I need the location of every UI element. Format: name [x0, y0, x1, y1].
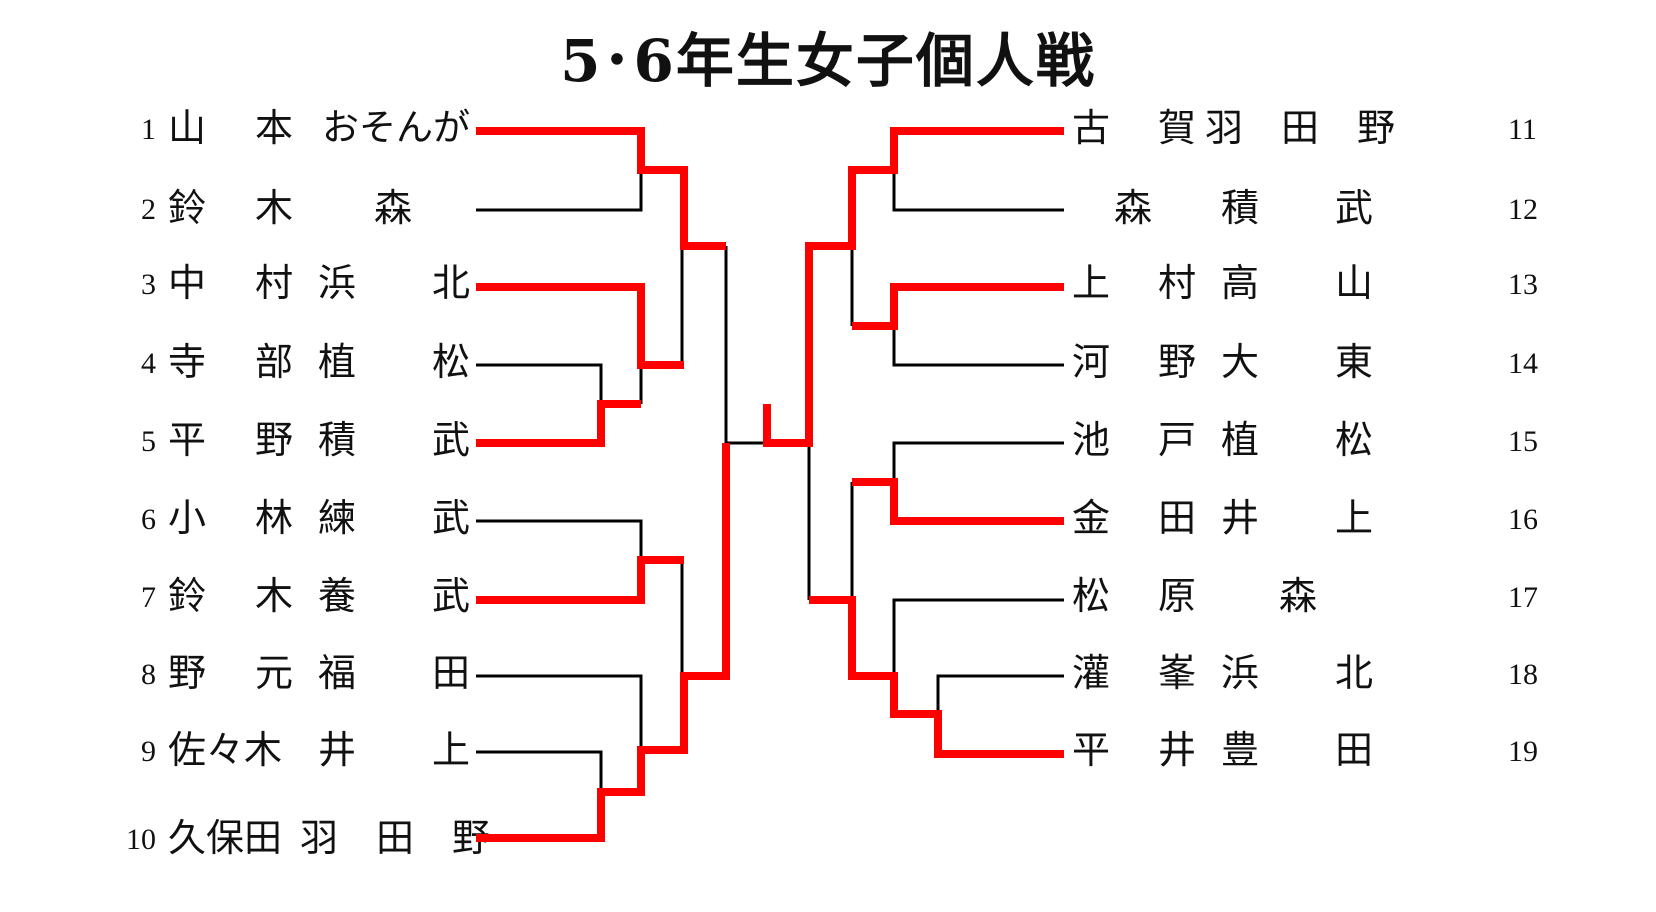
player-team: 練 武: [317, 496, 470, 540]
player-given-name: 井: [1158, 728, 1197, 772]
winner-line: [476, 400, 641, 447]
player-team: 森: [373, 186, 412, 230]
bracket-line: [476, 750, 603, 792]
entry-number: 7: [141, 581, 156, 614]
player-surname: 上: [1072, 261, 1111, 305]
player-surname: 野: [168, 651, 207, 695]
entry-number: 11: [1508, 113, 1537, 146]
player-team: 羽 田 野: [300, 816, 491, 860]
player-surname: 久保田: [168, 816, 283, 860]
bracket-line: [476, 519, 643, 560]
player-team: 積 武: [1220, 186, 1373, 230]
entry-number: 19: [1508, 735, 1538, 768]
player-team: 養 武: [317, 574, 470, 618]
entry-number: 10: [126, 823, 156, 856]
player-team: 井 上: [1220, 496, 1373, 540]
player-team: 森: [1278, 574, 1317, 618]
player-surname: 鈴: [168, 574, 207, 618]
player-surname: 池: [1072, 418, 1111, 462]
entry-number: 5: [141, 425, 156, 458]
entry-number: 16: [1508, 503, 1538, 536]
player-team: 井 上: [317, 728, 470, 772]
player-surname: 灌: [1072, 651, 1111, 695]
player-surname: 古: [1072, 106, 1111, 150]
entry-number: 18: [1508, 658, 1538, 691]
player-surname: 金: [1072, 496, 1111, 540]
player-surname: 寺: [168, 340, 207, 384]
bracket-red-lines: [476, 127, 1064, 842]
entry-number: 15: [1508, 425, 1538, 458]
player-team: 羽 田 野: [1205, 106, 1396, 150]
player-given-name: 戸: [1158, 418, 1197, 462]
bracket-line: [892, 170, 1064, 212]
player-team: おそんが: [322, 106, 470, 149]
bracket-line: [892, 598, 1064, 676]
player-given-name: 村: [1158, 261, 1197, 305]
player-given-name: 田: [1158, 496, 1197, 540]
player-surname: 平: [1072, 728, 1111, 772]
player-given-name: 木: [255, 574, 294, 618]
player-team: 積 武: [317, 418, 470, 462]
entry-number: 9: [141, 735, 156, 768]
player-surname: 松: [1072, 574, 1111, 618]
bracket-line: [892, 441, 1064, 482]
player-team: 浜 北: [317, 261, 470, 305]
entry-number: 8: [141, 658, 156, 691]
winner-line: [763, 127, 1064, 447]
entry-number: 6: [141, 503, 156, 536]
bracket-line: [892, 326, 1064, 367]
player-given-name: 木: [255, 186, 294, 230]
player-surname: 森: [1114, 186, 1153, 230]
player-surname: 小: [168, 496, 207, 540]
player-given-name: 峯: [1158, 651, 1197, 695]
bracket-line: [476, 170, 643, 212]
player-surname: 平: [168, 418, 207, 462]
player-given-name: 野: [1158, 340, 1197, 384]
player-team: 植 松: [317, 340, 470, 384]
bracket-black-lines: [476, 170, 1064, 792]
entry-number: 2: [141, 193, 156, 226]
player-team: 浜 北: [1220, 651, 1373, 695]
winner-line: [476, 283, 684, 369]
bracket-line: [936, 674, 1064, 714]
entry-number: 1: [141, 113, 156, 146]
player-team: 高 山: [1220, 261, 1373, 305]
player-surname: 鈴: [168, 186, 207, 230]
player-given-name: 原: [1158, 574, 1197, 618]
bracket-line: [476, 363, 603, 404]
page-title: 5･6年生女子個人戦: [560, 27, 1096, 95]
entry-number: 17: [1508, 581, 1538, 614]
winner-line: [476, 443, 730, 842]
winner-line: [852, 478, 1064, 525]
player-given-name: 林: [255, 496, 294, 540]
player-surname: 河: [1072, 340, 1111, 384]
player-given-name: 部: [255, 340, 294, 384]
player-given-name: 野: [255, 418, 294, 462]
entry-number: 12: [1508, 193, 1538, 226]
winner-line: [476, 127, 726, 250]
player-surname: 中: [168, 261, 207, 305]
winner-line: [476, 556, 684, 604]
winner-line: [852, 283, 1064, 330]
player-given-name: 村: [255, 261, 294, 305]
player-given-name: 元: [255, 651, 294, 695]
player-team: 福 田: [317, 651, 470, 695]
player-given-name: 賀: [1158, 106, 1197, 150]
entry-number: 13: [1508, 268, 1538, 301]
player-surname: 佐々木: [168, 728, 283, 772]
player-team: 大 東: [1220, 340, 1373, 384]
entry-number: 3: [141, 268, 156, 301]
entry-number: 14: [1508, 347, 1538, 380]
entry-number: 4: [141, 347, 156, 380]
bracket-line: [476, 674, 643, 750]
winner-line: [809, 596, 1064, 758]
bracket-line: [724, 246, 765, 445]
player-surname: 山: [168, 106, 207, 150]
player-given-name: 本: [255, 106, 294, 150]
player-team: 豊 田: [1220, 728, 1373, 772]
player-team: 植 松: [1220, 418, 1373, 462]
